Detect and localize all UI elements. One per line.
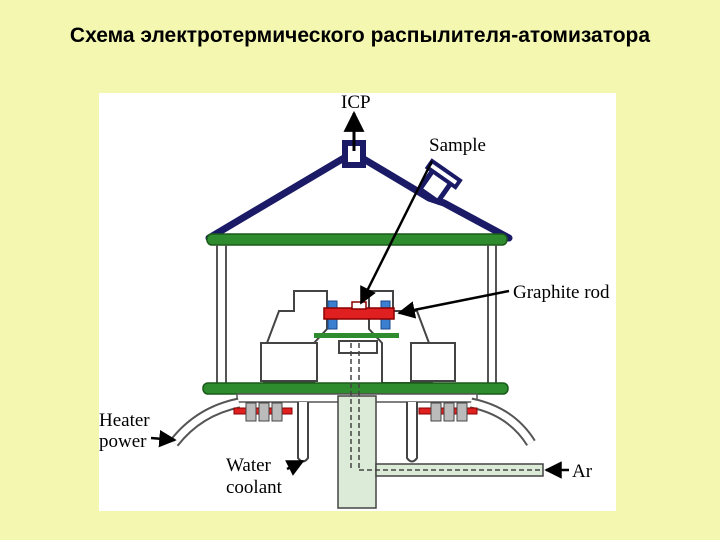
left-power-terminal [233,402,293,422]
lower-plate [202,382,509,395]
rod-support [314,333,399,338]
argon-gas-tube [337,343,544,509]
page-title: Схема электротермического распылителя-ат… [69,24,651,47]
water-coolant-label-line2: coolant [226,477,283,498]
right-power-terminal [418,402,478,422]
dome-roof [205,140,513,242]
water-coolant-label-line1: Water [226,455,272,476]
sample-port [416,158,463,206]
water-coolant-pointer-arrow [284,459,305,476]
upper-plate [206,233,508,246]
heater-power-label-line1: Heater [99,410,150,431]
heater-power-cables [169,397,536,447]
left-electrode-clamp [260,290,328,384]
heater-power-pointer-arrow [150,429,177,448]
water-coolant-pipes [297,402,418,463]
graphite-rod-label: Graphite rod [513,282,610,303]
support-column [338,340,378,354]
diagram-panel: ICP Sample Graphite rod Heater power Wat… [99,93,616,511]
chamber-walls [216,245,497,385]
graphite-rod-notch [351,301,367,310]
graphite-rod-pointer-arrow [397,289,510,319]
sample-label: Sample [429,135,486,156]
icp-label: ICP [341,93,371,113]
ar-label: Ar [572,461,593,482]
atomizer-diagram: ICP Sample Graphite rod Heater power Wat… [99,93,610,509]
sample-pointer-arrow [359,160,434,305]
heater-power-label-line2: power [99,431,147,452]
